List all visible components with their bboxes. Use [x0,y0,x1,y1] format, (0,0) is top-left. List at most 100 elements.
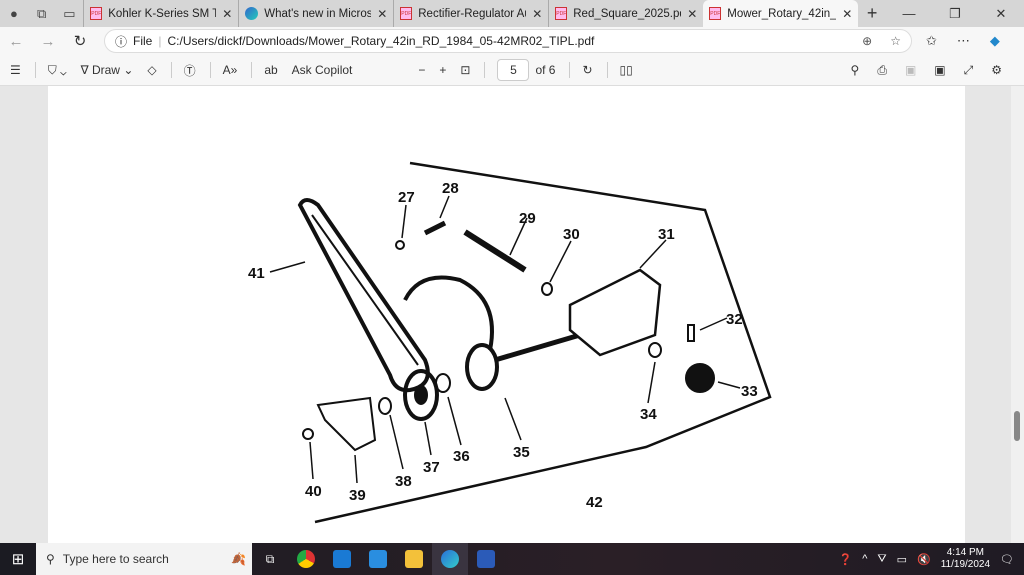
callout-40: 40 [305,483,322,500]
show-hidden-icons[interactable]: ^ [862,553,868,565]
callout-28: 28 [442,180,459,197]
minimize-button[interactable]: — [902,5,916,21]
tab[interactable]: What's new in Microsoft Edge✕ [238,0,393,27]
diagram-border [314,161,772,524]
callout-35: 35 [513,444,530,461]
profile-icon[interactable]: ● [9,6,18,21]
pdf-icon: PDF [555,7,568,20]
close-tab-icon[interactable]: ✕ [687,6,698,21]
scrollbar-thumb[interactable] [1014,411,1020,441]
url-text: C:/Users/dickf/Downloads/Mower_Rotary_42… [167,34,595,48]
chrome-icon[interactable] [288,543,324,575]
callout-38: 38 [395,473,412,490]
edge-taskbar-icon[interactable] [432,543,468,575]
save-as-icon[interactable]: ▣ [934,62,946,77]
close-tab-icon[interactable]: ✕ [532,6,543,21]
parts-diagram: 27 28 29 30 31 32 33 34 35 36 37 38 39 4… [248,161,772,524]
print-icon[interactable]: ⎙ [877,62,887,77]
text-icon[interactable]: Ⓣ [183,63,196,78]
callout-34: 34 [640,406,657,423]
close-tab-icon[interactable]: ✕ [377,6,388,21]
copilot-icon[interactable]: ◆ [989,33,1000,48]
new-tab-button[interactable]: + [866,3,878,23]
pdf-icon: PDF [400,7,413,20]
mail-icon[interactable] [324,543,360,575]
eraser-icon[interactable]: ◇ [147,63,157,77]
pdf-icon: PDF [90,7,103,20]
gearbox [568,268,662,357]
file-explorer-icon[interactable] [396,543,432,575]
highlight-icon[interactable]: ⛉ ⌄ [47,62,67,77]
contents-icon[interactable]: ☰ [10,63,21,77]
more-icon[interactable]: ⋯ [956,33,970,48]
edge-icon [245,7,259,20]
save-icon[interactable]: ▣ [904,62,917,77]
zoom-out-button[interactable]: − [418,63,426,77]
page-view-icon[interactable]: ▯▯ [619,63,633,77]
guard [316,396,377,452]
info-icon[interactable]: ⓘ [115,34,128,49]
favorite-star-icon[interactable]: ☆ [890,34,901,48]
zoom-in-button[interactable]: + [439,63,447,77]
fullscreen-icon[interactable]: ⤢ [963,62,974,77]
zoom-icon[interactable]: ⊕ [862,34,873,48]
close-tab-icon[interactable]: ✕ [842,6,853,21]
restore-button[interactable]: ❐ [949,5,961,21]
pdf-toolbar: ☰ ⛉ ⌄ ∇ Draw ⌄ ◇ Ⓣ A» ab Ask Copilot − +… [0,55,1024,86]
volume-muted-icon[interactable]: 🔇 [917,553,931,566]
callout-27: 27 [398,189,415,206]
search-icon: ⚲ [46,552,55,566]
callout-33: 33 [741,383,758,400]
forward-button[interactable]: → [40,32,56,50]
workspaces-icon[interactable]: ⧉ [36,5,47,21]
battery-icon[interactable]: ▭ [896,553,908,566]
settings-gear-icon[interactable]: ⚙ [991,62,1002,77]
close-window-button[interactable]: ✕ [995,5,1007,21]
mydp-app-icon[interactable] [360,543,396,575]
ask-copilot-button[interactable]: Ask Copilot [291,63,353,77]
translate-icon[interactable]: ab [264,63,278,77]
belt-loop [403,275,494,351]
rotate-icon[interactable]: ↻ [582,63,593,77]
windows-start-icon[interactable]: ⊞ [11,551,25,568]
taskbar: ⊞ ⚲Type here to search🍂 ⧉ ❓ ^ ⛛ ▭ 🔇 4:14… [0,543,1024,575]
address-bar[interactable]: ⓘ File| C:/Users/dickf/Downloads/Mower_R… [104,29,912,53]
notifications-icon[interactable]: 🗨 [1000,553,1014,566]
vertical-scrollbar[interactable] [1011,86,1024,543]
task-view-icon[interactable]: ⧉ [265,551,275,566]
callout-39: 39 [349,487,366,504]
help-icon[interactable]: ❓ [838,553,853,566]
address-bar-row: ← → ↻ ⓘ File| C:/Users/dickf/Downloads/M… [0,27,1024,55]
word-icon[interactable] [468,543,504,575]
callout-36: 36 [453,448,470,465]
tab-actions-icon[interactable]: ▭ [63,5,76,21]
pdf-page: 27 28 29 30 31 32 33 34 35 36 37 38 39 4… [48,86,965,543]
search-icon[interactable]: ⚲ [850,62,860,77]
fit-page-icon[interactable]: ⊡ [460,63,471,77]
callout-32: 32 [726,311,743,328]
page-count: of 6 [535,63,556,77]
belt [297,198,430,393]
callout-41: 41 [248,265,265,282]
page-number-input[interactable]: 5 [497,59,530,81]
taskbar-search[interactable]: ⚲Type here to search🍂 [36,543,252,575]
pdf-icon: PDF [709,7,722,20]
pulley-small [465,343,499,391]
pdf-viewer: 27 28 29 30 31 32 33 34 35 36 37 38 39 4… [0,86,1011,543]
favorites-icon[interactable]: ✩ [926,33,937,48]
pumpkin-icon: 🍂 [231,552,246,566]
close-tab-icon[interactable]: ✕ [222,6,233,21]
network-icon[interactable]: ⛛ [877,552,887,565]
draw-button[interactable]: ∇ Draw ⌄ [80,63,134,77]
refresh-button[interactable]: ↻ [73,33,87,50]
read-aloud-icon[interactable]: A» [222,63,238,77]
back-button[interactable]: ← [8,32,24,50]
callout-42: 42 [586,494,603,511]
